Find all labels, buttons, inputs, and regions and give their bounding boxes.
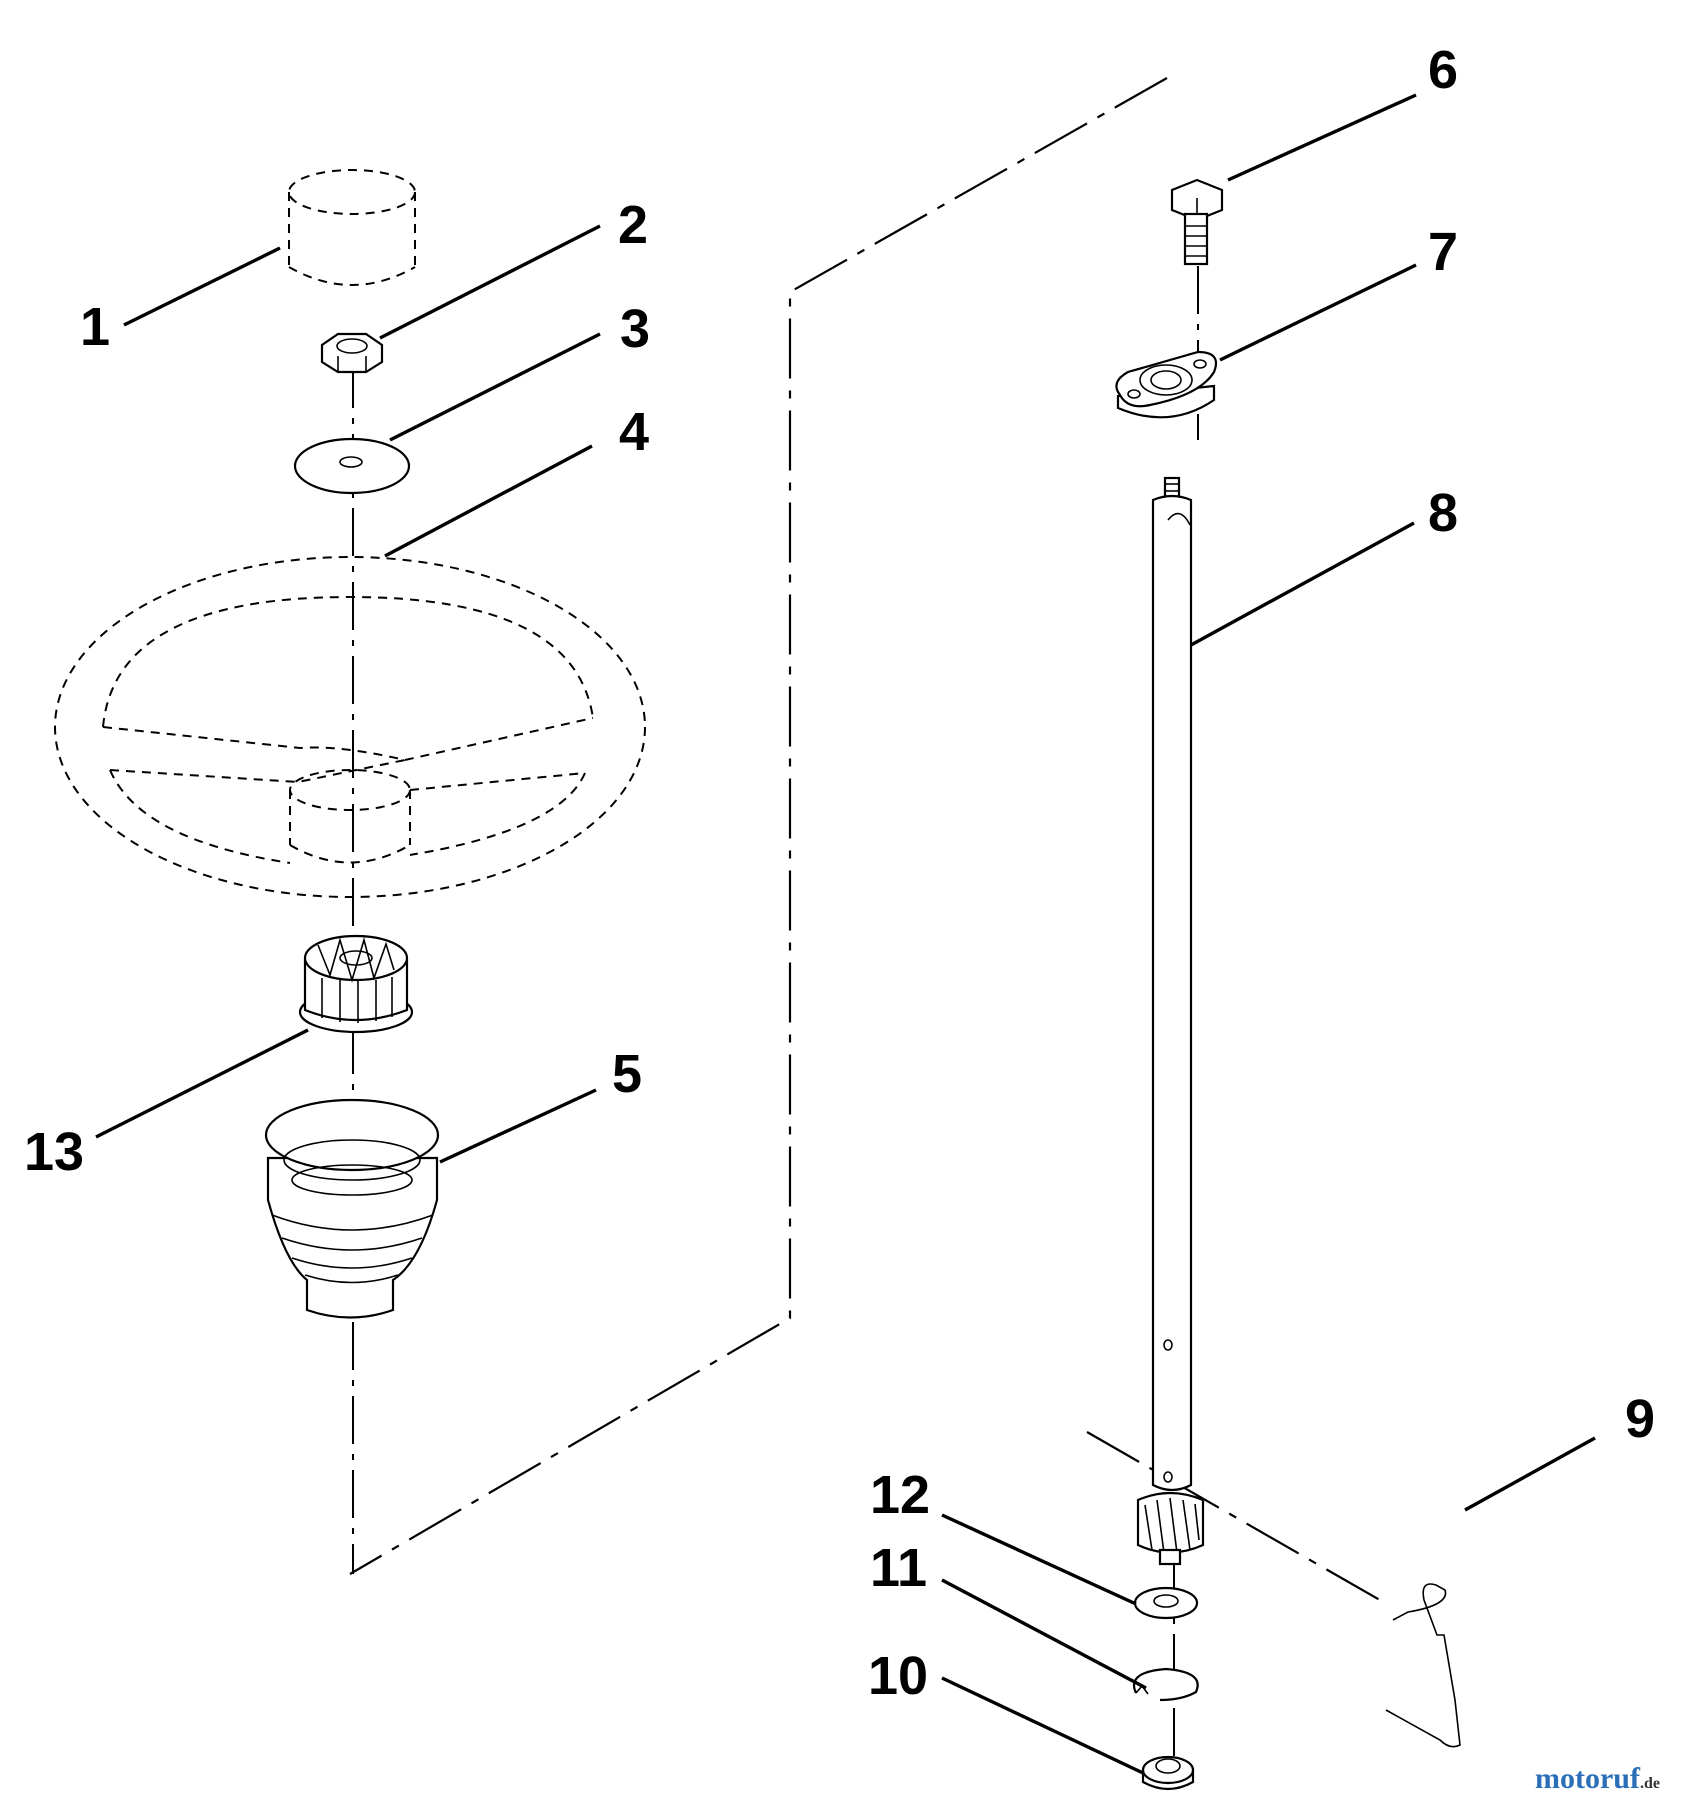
boundary-line-lower-right [1086,1431,1386,1604]
leader-9 [1464,1436,1596,1512]
leader-5 [439,1088,597,1164]
watermark-main: motoruf [1535,1762,1641,1795]
part-hairpin-clip [1385,1583,1461,1748]
part-pinion-gear [1136,1491,1205,1566]
leader-1 [123,246,281,327]
callout-11: 11 [870,1538,927,1598]
part-washer [293,437,411,495]
leader-6 [1227,93,1417,182]
callout-1: 1 [80,297,110,357]
callout-8: 8 [1428,483,1458,543]
callout-2: 2 [618,195,648,255]
part-steering-wheel [54,556,646,898]
leader-10 [941,1676,1144,1775]
part-steering-shaft [1151,476,1193,1492]
callout-13: 13 [24,1122,84,1182]
callout-9: 9 [1625,1389,1655,1449]
part-flange-bearing [1115,350,1218,419]
callout-4: 4 [619,402,649,462]
callout-5: 5 [612,1044,642,1104]
svg-text:motoruf.de: motoruf.de [1535,1762,1660,1795]
callout-7: 7 [1428,222,1458,282]
callout-6: 6 [1428,40,1458,100]
leader-13 [95,1028,309,1139]
leader-8 [1190,521,1415,647]
part-boot [264,1098,440,1319]
part-bolt [1170,178,1224,266]
leader-4 [384,444,593,558]
leader-11 [941,1578,1147,1690]
part-shaft-washer [1133,1586,1199,1620]
part-cap [288,169,416,286]
part-bushing [1141,1755,1195,1791]
watermark-suffix: .de [1640,1775,1660,1792]
callout-12: 12 [870,1465,930,1525]
callout-10: 10 [868,1646,928,1706]
leader-3 [389,332,601,442]
leader-7 [1219,263,1417,362]
assembly-boundary-line [349,77,1168,1575]
watermark-logo: motoruf.de [1535,1762,1660,1795]
part-spline-adapter [298,934,414,1034]
leader-2 [379,224,601,340]
callout-3: 3 [620,299,650,359]
part-retaining-ring [1133,1667,1199,1702]
leader-12 [941,1513,1137,1606]
part-nut [320,332,384,374]
